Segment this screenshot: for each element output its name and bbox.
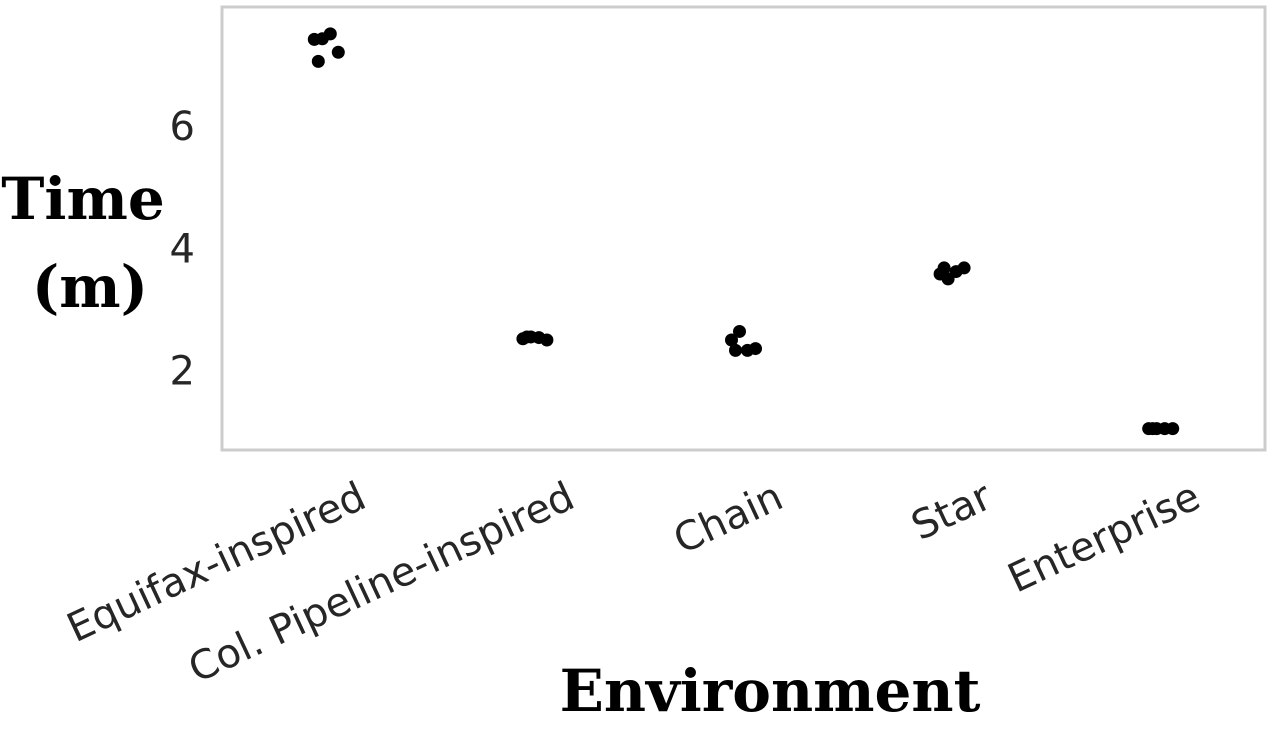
y-axis-title-line-1: Time: [1, 165, 164, 233]
data-point: [733, 324, 746, 338]
data-point: [725, 333, 738, 347]
data-point: [323, 27, 337, 41]
x-tick-label: Star: [905, 473, 999, 550]
data-point: [1146, 422, 1160, 436]
x-tick-label: Enterprise: [1001, 473, 1207, 602]
data-point: [311, 54, 325, 68]
data-point: [957, 261, 971, 275]
data-point: [520, 330, 534, 344]
x-axis-title: Environment: [560, 657, 981, 725]
y-tick-label: 2: [170, 349, 195, 395]
data-point: [749, 342, 762, 356]
data-point: [540, 333, 554, 347]
x-tick-label: Chain: [667, 473, 790, 563]
data-point: [729, 343, 742, 357]
plot-frame: [220, 5, 1267, 452]
data-point: [331, 45, 345, 59]
y-tick-label: 6: [170, 104, 195, 150]
data-point: [1166, 422, 1180, 436]
x-tick-label: Col. Pipeline-inspired: [182, 473, 581, 692]
data-point: [937, 261, 951, 275]
y-axis-title-line-2: (m): [32, 253, 148, 321]
data-points: [307, 27, 1180, 436]
y-tick-labels: 2 4 6: [170, 104, 195, 394]
y-tick-label: 4: [170, 226, 195, 272]
